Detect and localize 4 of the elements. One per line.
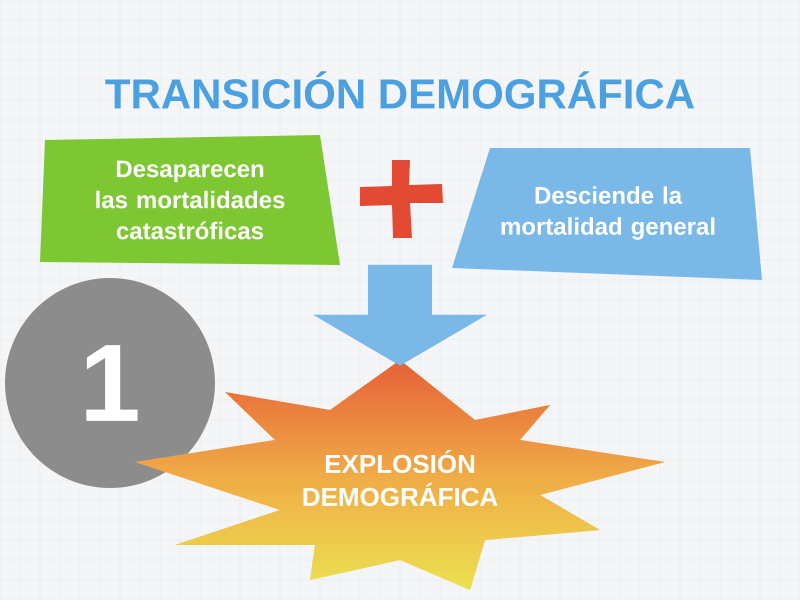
text-box: Desaparecen las mortalidades catastróficas [40, 135, 340, 265]
title: TRANSICIÓN DEMOGRÁFICA [105, 71, 694, 109]
block-arrow [313, 264, 487, 366]
text-box: Desciende la mortalidad general [452, 148, 762, 280]
